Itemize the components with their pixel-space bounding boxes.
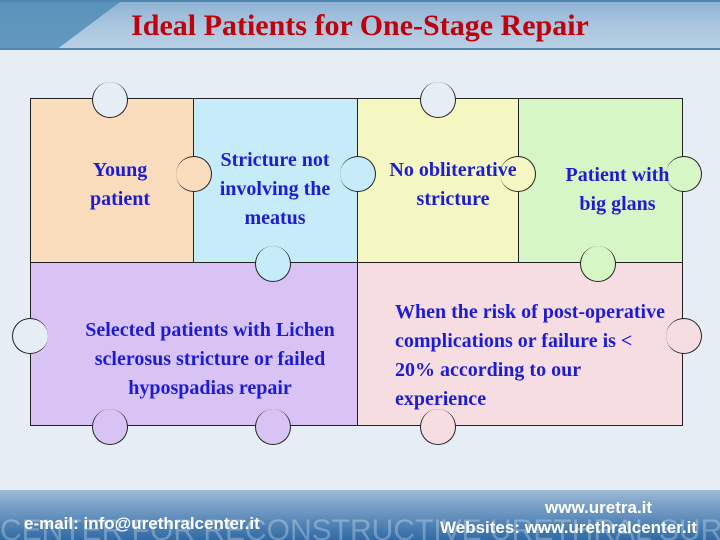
- footer-site-uretra[interactable]: www.uretra.it: [545, 498, 653, 517]
- slide-title: Ideal Patients for One-Stage Repair: [131, 9, 589, 42]
- footer-site-urethralcenter[interactable]: Websites: www.urethralcenter.it: [440, 518, 697, 537]
- piece-young-patient: [30, 98, 194, 263]
- puzzle-tab: [12, 318, 48, 354]
- piece-obliterative: [357, 98, 519, 263]
- puzzle-tab: [255, 409, 291, 445]
- footer-watermark: CENTER FOR RECONSTRUCTIVE URETHRAL SURGE…: [0, 514, 720, 540]
- text-obliterative: No obliterative stricture: [389, 159, 517, 210]
- piece-risk: [357, 262, 683, 426]
- text-lichen: Selected patients with Lichen sclerosus …: [85, 318, 335, 399]
- puzzle-tab: [500, 156, 536, 192]
- puzzle-tab: [92, 82, 128, 118]
- footer-email[interactable]: e-mail: info@urethralcenter.it: [24, 514, 260, 533]
- footer: CENTER FOR RECONSTRUCTIVE URETHRAL SURGE…: [0, 490, 720, 540]
- puzzle-tab: [92, 409, 128, 445]
- title-bar: Ideal Patients for One-Stage Repair: [0, 0, 720, 50]
- puzzle-tab: [666, 318, 702, 354]
- puzzle-tab: [666, 156, 702, 192]
- puzzle-tab: [340, 156, 376, 192]
- text-young-patient: Young patient: [90, 159, 150, 210]
- text-meatus: Stricture not involving the meatus: [219, 148, 331, 229]
- puzzle-tab: [255, 246, 291, 282]
- puzzle-tab: [580, 246, 616, 282]
- text-risk: When the risk of post-operative complica…: [395, 301, 665, 410]
- puzzle-tab: [420, 409, 456, 445]
- puzzle-tab: [420, 82, 456, 118]
- puzzle-tab: [176, 156, 212, 192]
- text-glans: Patient with big glans: [565, 164, 670, 215]
